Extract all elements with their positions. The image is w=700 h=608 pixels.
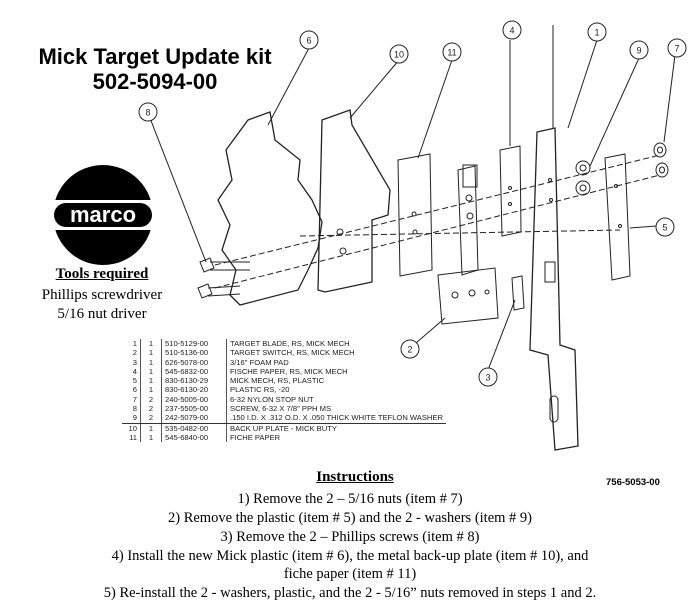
parts-item: 2 xyxy=(122,348,141,358)
parts-qty: 2 xyxy=(140,413,162,424)
instructions-step: 1) Remove the 2 – 5/16 nuts (item # 7) xyxy=(237,491,463,507)
instructions-heading: Instructions xyxy=(316,469,394,485)
parts-part: 545-6840-00 xyxy=(161,432,227,443)
parts-desc: PLASTIC RS, -20 xyxy=(230,385,290,395)
parts-item: 11 xyxy=(122,432,141,443)
kit-title: Mick Target Update kit 502-5094-00 xyxy=(10,44,300,94)
parts-part: 545-6832-00 xyxy=(161,366,227,377)
parts-desc: BACK UP PLATE - MICK BUTY xyxy=(230,423,337,433)
parts-item: 6 xyxy=(122,385,141,395)
parts-item: 10 xyxy=(122,423,141,433)
parts-part: 626-5078-00 xyxy=(161,357,227,367)
callout-7: 7 xyxy=(674,44,679,54)
parts-part: 237-5505-00 xyxy=(161,404,227,414)
callout-10: 10 xyxy=(394,50,404,60)
parts-item: 5 xyxy=(122,376,141,386)
parts-qty: 1 xyxy=(140,339,162,349)
parts-qty: 1 xyxy=(140,432,162,443)
tool-item: Phillips screwdriver xyxy=(41,287,163,303)
tools-heading: Tools required xyxy=(55,266,149,282)
item-9-washer xyxy=(575,160,591,176)
parts-part: 830-6130-29 xyxy=(161,376,227,386)
parts-qty: 2 xyxy=(140,394,162,405)
parts-item: 4 xyxy=(122,366,141,377)
parts-qty: 1 xyxy=(140,366,162,377)
parts-desc: TARGET SWITCH, RS, MICK MECH xyxy=(230,348,355,358)
item-1-blade xyxy=(529,127,579,451)
item-7-nut xyxy=(653,142,667,158)
parts-desc: FICHE PAPER xyxy=(230,432,281,442)
instructions-step: 4) Install the new Mick plastic (item # … xyxy=(111,548,589,564)
callout-5: 5 xyxy=(662,223,667,233)
kit-part-number: 502-5094-00 xyxy=(92,69,218,94)
parts-item: 8 xyxy=(122,404,141,414)
callout-3: 3 xyxy=(485,373,490,383)
parts-item: 3 xyxy=(122,357,141,367)
parts-part: 510-5129-00 xyxy=(161,339,227,349)
logo-text: marco xyxy=(70,202,136,227)
parts-desc: TARGET BLADE, RS, MICK MECH xyxy=(230,339,350,348)
kit-title-line1: Mick Target Update kit xyxy=(38,44,272,69)
parts-desc: MICK MECH, RS, PLASTIC xyxy=(230,376,325,386)
tool-item: 5/16 nut driver xyxy=(57,306,147,322)
exploded-diagram: 6 10 11 4 1 9 7 8 5 2 3 xyxy=(138,20,687,451)
parts-part: 535-0482-00 xyxy=(161,423,227,433)
parts-item: 7 xyxy=(122,394,141,405)
parts-part: 242-5079-00 xyxy=(161,413,227,424)
parts-part: 830-6130-20 xyxy=(161,385,227,395)
instructions-step: 5) Re-install the 2 - washers, plastic, … xyxy=(103,585,597,601)
parts-part: 240-5005-00 xyxy=(161,394,227,405)
callout-1: 1 xyxy=(594,28,599,38)
instructions-step: 3) Remove the 2 – Phillips screws (item … xyxy=(220,529,480,545)
parts-item: 1 xyxy=(122,339,141,349)
item-4-fiche xyxy=(499,145,522,237)
parts-part: 510-5136-00 xyxy=(161,348,227,358)
parts-qty: 1 xyxy=(140,348,162,358)
item-11-fiche xyxy=(397,153,433,277)
instructions-step: fiche paper (item # 11) xyxy=(283,566,417,582)
parts-desc: 3/16" FOAM PAD xyxy=(230,357,289,367)
parts-desc: FISCHE PAPER, RS, MICK MECH xyxy=(230,366,348,376)
item-10-backplate xyxy=(317,109,391,293)
callout-8: 8 xyxy=(145,108,150,118)
parts-desc: .150 I.D. X .312 O.D. X .050 THICK WHITE… xyxy=(226,413,446,424)
callout-4: 4 xyxy=(509,26,514,36)
doc-number: 756-5053-00 xyxy=(606,477,660,488)
instructions-step: 2) Remove the plastic (item # 5) and the… xyxy=(167,510,532,526)
parts-qty: 1 xyxy=(140,385,162,395)
callout-6: 6 xyxy=(306,36,311,46)
parts-qty: 2 xyxy=(140,404,162,414)
callout-9: 9 xyxy=(636,46,641,56)
marco-logo: marco xyxy=(48,160,158,270)
item-5-plastic xyxy=(604,153,631,281)
parts-qty: 1 xyxy=(140,357,162,367)
parts-item: 9 xyxy=(122,413,141,424)
callout-2: 2 xyxy=(407,345,412,355)
item-8-screw xyxy=(199,257,215,273)
parts-desc: 6-32 NYLON STOP NUT xyxy=(230,394,314,404)
parts-desc: SCREW, 6-32 X 7/8" PPH MS xyxy=(230,404,332,414)
parts-qty: 1 xyxy=(140,376,162,386)
item-6-plastic xyxy=(217,111,323,306)
callout-11: 11 xyxy=(447,48,456,58)
parts-qty: 1 xyxy=(140,423,162,433)
tools-section: Tools required Phillips screwdriver 5/16… xyxy=(12,266,192,324)
